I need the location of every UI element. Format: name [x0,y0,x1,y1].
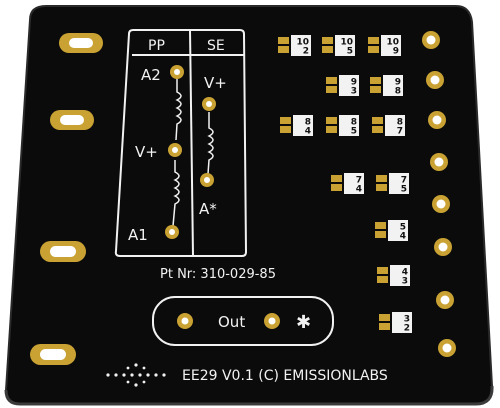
jumper-block: 85 [326,115,359,137]
pp-pin-a1-label: A1 [128,226,148,244]
jumper-block: 102 [278,35,311,57]
jumper-label-bottom: 4 [400,232,406,242]
pp-pin-vplus-label: V+ [135,143,158,161]
pp-pin-a2-label: A2 [141,66,161,84]
jumper-label-top: 5 [400,223,406,233]
jumper-label-bottom: 3 [402,277,408,287]
jumper-block: 75 [376,173,409,195]
output-box: Out ✱ [152,296,334,346]
jumper-block: 84 [280,115,313,137]
jumper-label-bottom: 5 [351,127,357,137]
schematic-box: PP SE A2 V+ A1 V+ A* [114,29,248,257]
jumper-label-top: 7 [356,176,362,186]
pp-label: PP [148,38,165,54]
footer-text: EE29 V0.1 (C) EMISSIONLABS [182,368,388,384]
jumper-block: 98 [370,75,403,97]
fiducial-marks [106,363,166,387]
star-symbol: ✱ [296,312,311,333]
se-coil-symbol [207,112,214,175]
jumper-block: 43 [377,265,410,287]
jumper-label-bottom: 8 [395,87,401,97]
jumper-label-bottom: 5 [347,47,353,57]
jumper-label-top: 8 [305,118,311,128]
jumper-label-top: 9 [395,78,401,88]
se-pin-astar-label: A* [199,200,217,218]
jumper-label-top: 9 [351,78,357,88]
pp-coil-symbol [172,78,182,227]
jumper-block: 54 [375,220,408,242]
jumper-label-top: 8 [351,118,357,128]
right-pin-holes [422,31,456,357]
jumper-label-bottom: 2 [303,47,309,57]
jumper-label-top: 10 [296,38,309,48]
jumper-label-top: 7 [401,176,407,186]
out-label: Out [218,313,245,331]
jumper-block: 109 [368,35,401,57]
jumper-label-top: 4 [402,268,408,278]
se-pin-vplus-label: V+ [204,74,227,92]
jumper-label-bottom: 4 [356,185,362,195]
jumper-label-bottom: 2 [404,324,410,334]
left-mounting-slots [30,33,103,365]
part-number: Pt Nr: 310-029-85 [160,267,276,282]
jumper-label-bottom: 3 [351,87,357,97]
se-label: SE [207,38,225,54]
jumper-block: 32 [379,312,412,334]
jumper-label-bottom: 7 [397,127,403,137]
jumper-block: 105 [322,35,355,57]
jumper-label-top: 8 [397,118,403,128]
jumper-block: 74 [331,173,364,195]
jumper-label-top: 10 [386,38,399,48]
jumper-label-bottom: 9 [393,47,399,57]
jumper-label-top: 10 [340,38,353,48]
jumper-label-top: 3 [404,315,410,325]
jumper-label-bottom: 4 [305,127,311,137]
jumper-block: 87 [372,115,405,137]
jumper-block: 93 [326,75,359,97]
jumper-label-bottom: 5 [401,185,407,195]
